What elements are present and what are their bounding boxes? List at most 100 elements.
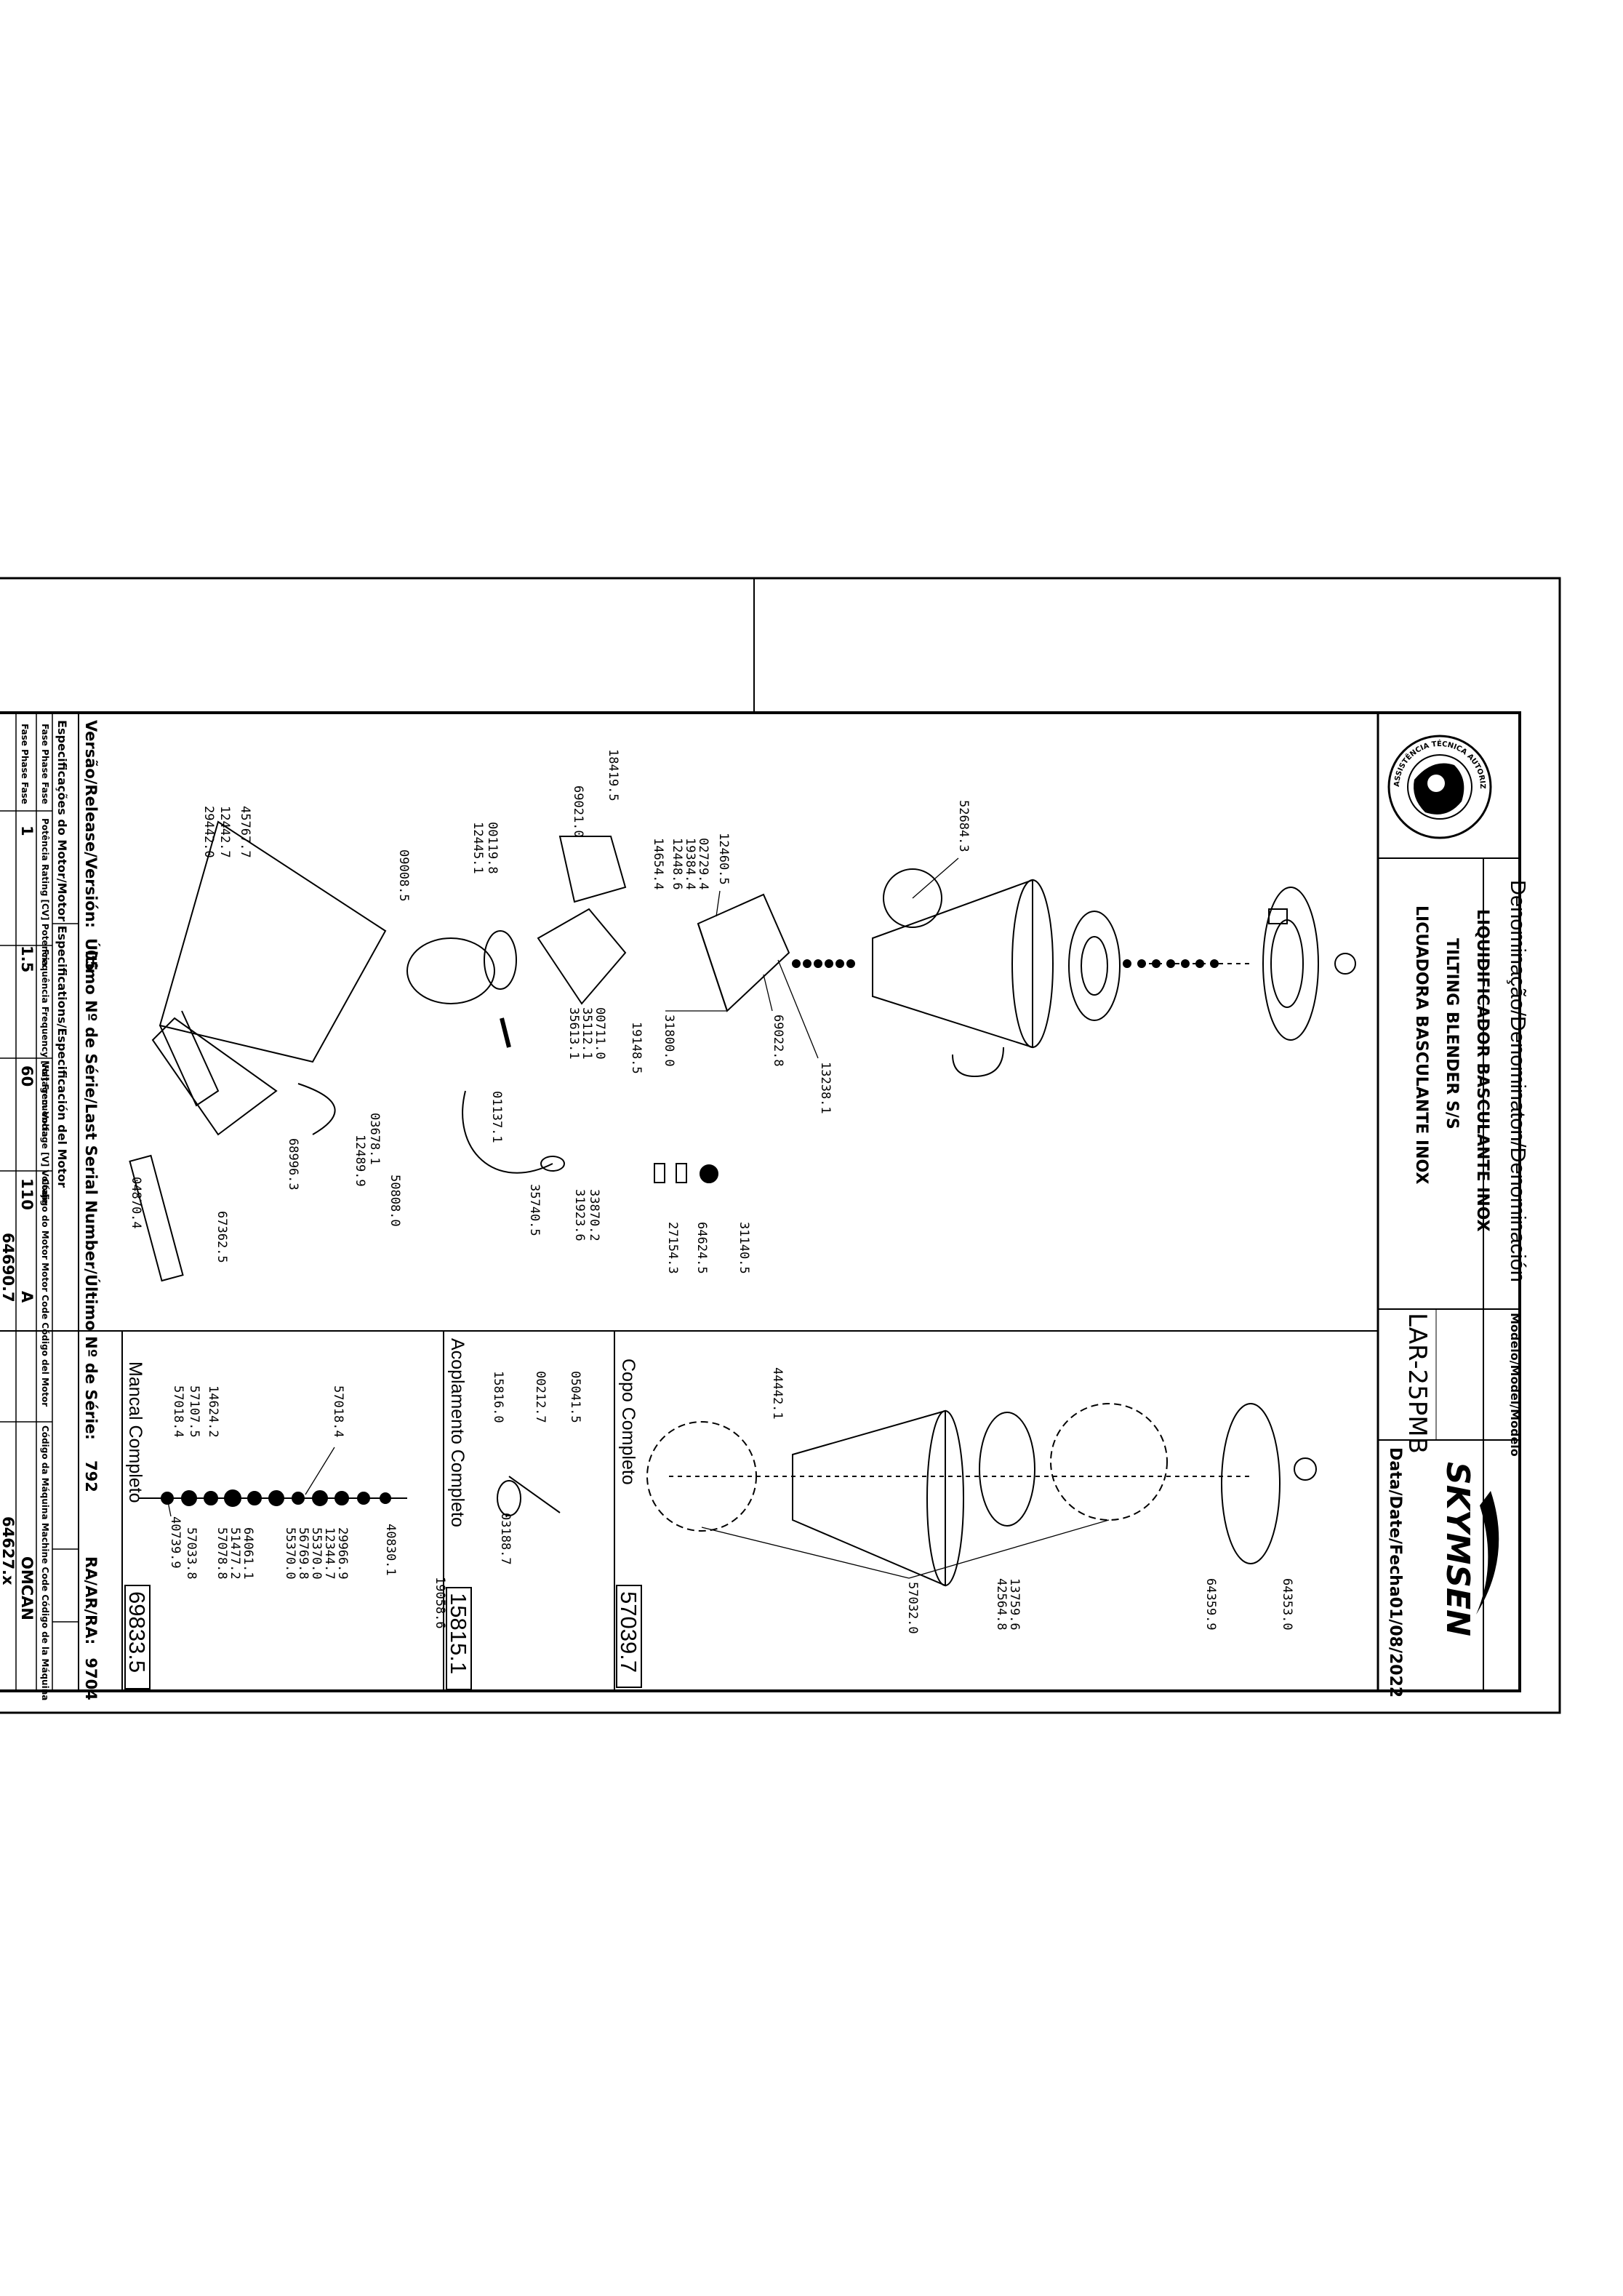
col-header-voltage: Voltagem Voltage [V] Voltaje xyxy=(40,1062,50,1204)
part-label: 14654.4 xyxy=(651,838,665,890)
copo-part-numbers: 44442.1 64359.9 64353.0 13759.6 42564.8 … xyxy=(770,1367,1294,1634)
col-header-machine-code: Código da Máquina Machine Code Código de… xyxy=(40,1425,50,1700)
part-label: 51477.2 xyxy=(228,1527,242,1580)
part-label: 64624.5 xyxy=(694,1222,709,1274)
serial-label: Último Nº de Série/Last Serial Number/Úl… xyxy=(82,938,100,1492)
part-label: 12448.6 xyxy=(670,838,684,890)
acoplamento-code-box xyxy=(446,1588,471,1689)
part-label: 42564.8 xyxy=(994,1578,1009,1631)
mancal-label-wrap: Mancal Completo xyxy=(125,1361,145,1503)
housing-edge xyxy=(698,924,727,1011)
serial-value: 792 xyxy=(82,1460,100,1492)
jar-rim xyxy=(1012,880,1053,1047)
copo-components xyxy=(647,1404,1316,1585)
name-es-wrap: LICUADORA BASCULANTE INOX xyxy=(1412,905,1430,1184)
spec-row-2: 64690.7 64627.x xyxy=(0,1233,17,1585)
date-value: 01/08/2022 xyxy=(1386,1597,1404,1698)
part-label: 12445.1 xyxy=(470,822,485,874)
model-value-wrap: LAR-25PMB xyxy=(1403,1313,1432,1454)
gasket xyxy=(1069,911,1120,1020)
main-part-numbers: 52684.3 13238.1 69022.8 31800.0 12460.5 … xyxy=(129,749,971,1274)
version-label: Versão/Release/Versión: 05 xyxy=(82,720,100,971)
lid-tab xyxy=(1269,909,1287,924)
part-label: 31140.5 xyxy=(737,1222,751,1274)
mancal-code: 69833.5 xyxy=(124,1591,150,1673)
part-label: 29966.9 xyxy=(335,1527,350,1580)
part-label: 09008.5 xyxy=(396,849,411,902)
motor-end xyxy=(484,931,516,989)
copo-code: 57039.7 xyxy=(616,1591,641,1673)
row1-phase-header: Fase Phase Fase xyxy=(20,724,30,804)
copo-label-wrap: Copo Completo xyxy=(618,1359,638,1485)
part-label: 04870.4 xyxy=(129,1177,143,1229)
date-label-text: Data/Date/Fecha xyxy=(1386,1447,1404,1597)
spec-row-1: Fase Phase Fase 1 1.5 60 110 A OMCAN xyxy=(18,724,36,1620)
bracket-69021 xyxy=(560,836,625,902)
part-label: 69021.0 xyxy=(571,785,585,838)
copo-lid xyxy=(1222,1404,1280,1564)
info-column-dividers xyxy=(0,811,79,1622)
part-label: 00119.8 xyxy=(485,822,500,874)
part-label: 40830.1 xyxy=(383,1524,398,1576)
row2-motor-code: 64690.7 xyxy=(0,1233,17,1303)
part-label: 31923.6 xyxy=(572,1189,587,1241)
part-label: 12460.5 xyxy=(716,833,731,885)
part-label: 00212.7 xyxy=(533,1371,548,1423)
part-label: 12442.7 xyxy=(217,806,232,858)
motor-spec-label: Especificações do Motor/Motor Especifica… xyxy=(55,720,69,1188)
part-label: 55370.0 xyxy=(283,1527,297,1580)
row1-phase: 1 xyxy=(18,825,36,836)
name-en-wrap: TILTING BLENDER S/S xyxy=(1443,938,1461,1129)
date-label: Data/Date/Fecha01/08/2022 xyxy=(1386,1447,1404,1697)
acoplamento-label-wrap: Acoplamento Completo xyxy=(447,1338,468,1527)
frame xyxy=(160,822,385,1062)
acoplamento-code-wrap: 15815.1 xyxy=(446,1593,471,1674)
mancal-part-numbers: 57018.4 14624.2 57107.5 57018.4 40830.1 … xyxy=(168,1385,398,1580)
lid xyxy=(1263,887,1318,1040)
motor-body xyxy=(407,938,494,1004)
part-label: 55370.0 xyxy=(309,1527,324,1580)
part-label: 15816.0 xyxy=(491,1371,505,1423)
part-label: 57032.0 xyxy=(905,1582,920,1634)
part-27154 xyxy=(654,1164,665,1183)
copo-cap xyxy=(1294,1458,1316,1480)
col-header-rating: Potência Rating [CV] Potencia xyxy=(40,818,50,966)
part-label: 12489.9 xyxy=(353,1135,367,1187)
jar xyxy=(873,880,1033,1047)
part-label: 35740.5 xyxy=(527,1184,542,1236)
part-label: 29442.0 xyxy=(201,806,216,858)
col-header-motor-code: Código do Motor Motor Code Código del Mo… xyxy=(40,1178,50,1407)
copo-gasket xyxy=(979,1412,1035,1526)
upper-housing xyxy=(698,895,789,1011)
row1-machine-code: OMCAN xyxy=(18,1556,36,1620)
name-pt-wrap: LIQUIDIFICADOR BASCULANTE INOX xyxy=(1473,909,1491,1232)
copo-label: Copo Completo xyxy=(618,1359,638,1485)
ra-wrap: RA/AR/RA:9704 xyxy=(82,1556,100,1700)
row2-machine-code: 64627.x xyxy=(0,1516,17,1585)
model-label-wrap: Modelo/Model/Modelo xyxy=(1508,1313,1522,1457)
power-cable xyxy=(462,1091,553,1173)
ra-label: RA/AR/RA:9704 xyxy=(82,1556,100,1700)
drawing-frame xyxy=(0,713,1520,1691)
acoplamento-label: Acoplamento Completo xyxy=(447,1338,468,1527)
jar-handle xyxy=(953,1047,1003,1076)
version-value: 05 xyxy=(82,950,100,971)
part-label: 19148.5 xyxy=(629,1022,644,1074)
part-label: 13238.1 xyxy=(818,1062,833,1114)
seal-figure-head xyxy=(1427,775,1445,792)
part-label: 56769.8 xyxy=(296,1527,310,1580)
version-label-text: Versão/Release/Versión: xyxy=(82,720,100,928)
main-components xyxy=(130,822,1355,1281)
part-label: 50808.0 xyxy=(388,1175,402,1227)
mancal-label: Mancal Completo xyxy=(125,1361,145,1503)
lid-cap xyxy=(1335,953,1355,974)
part-label: 69022.8 xyxy=(771,1015,785,1067)
column-headers: Fase Phase Fase Potência Rating [CV] Pot… xyxy=(40,724,50,1700)
brand-logo: SKYMSEN xyxy=(1439,1462,1499,1636)
seal-inner xyxy=(1408,755,1472,819)
part-label: 45767.7 xyxy=(238,806,252,858)
row1-frequency: 60 xyxy=(18,1065,36,1087)
part-label: 57078.8 xyxy=(215,1527,229,1580)
acoplamento-components xyxy=(497,1476,560,1516)
